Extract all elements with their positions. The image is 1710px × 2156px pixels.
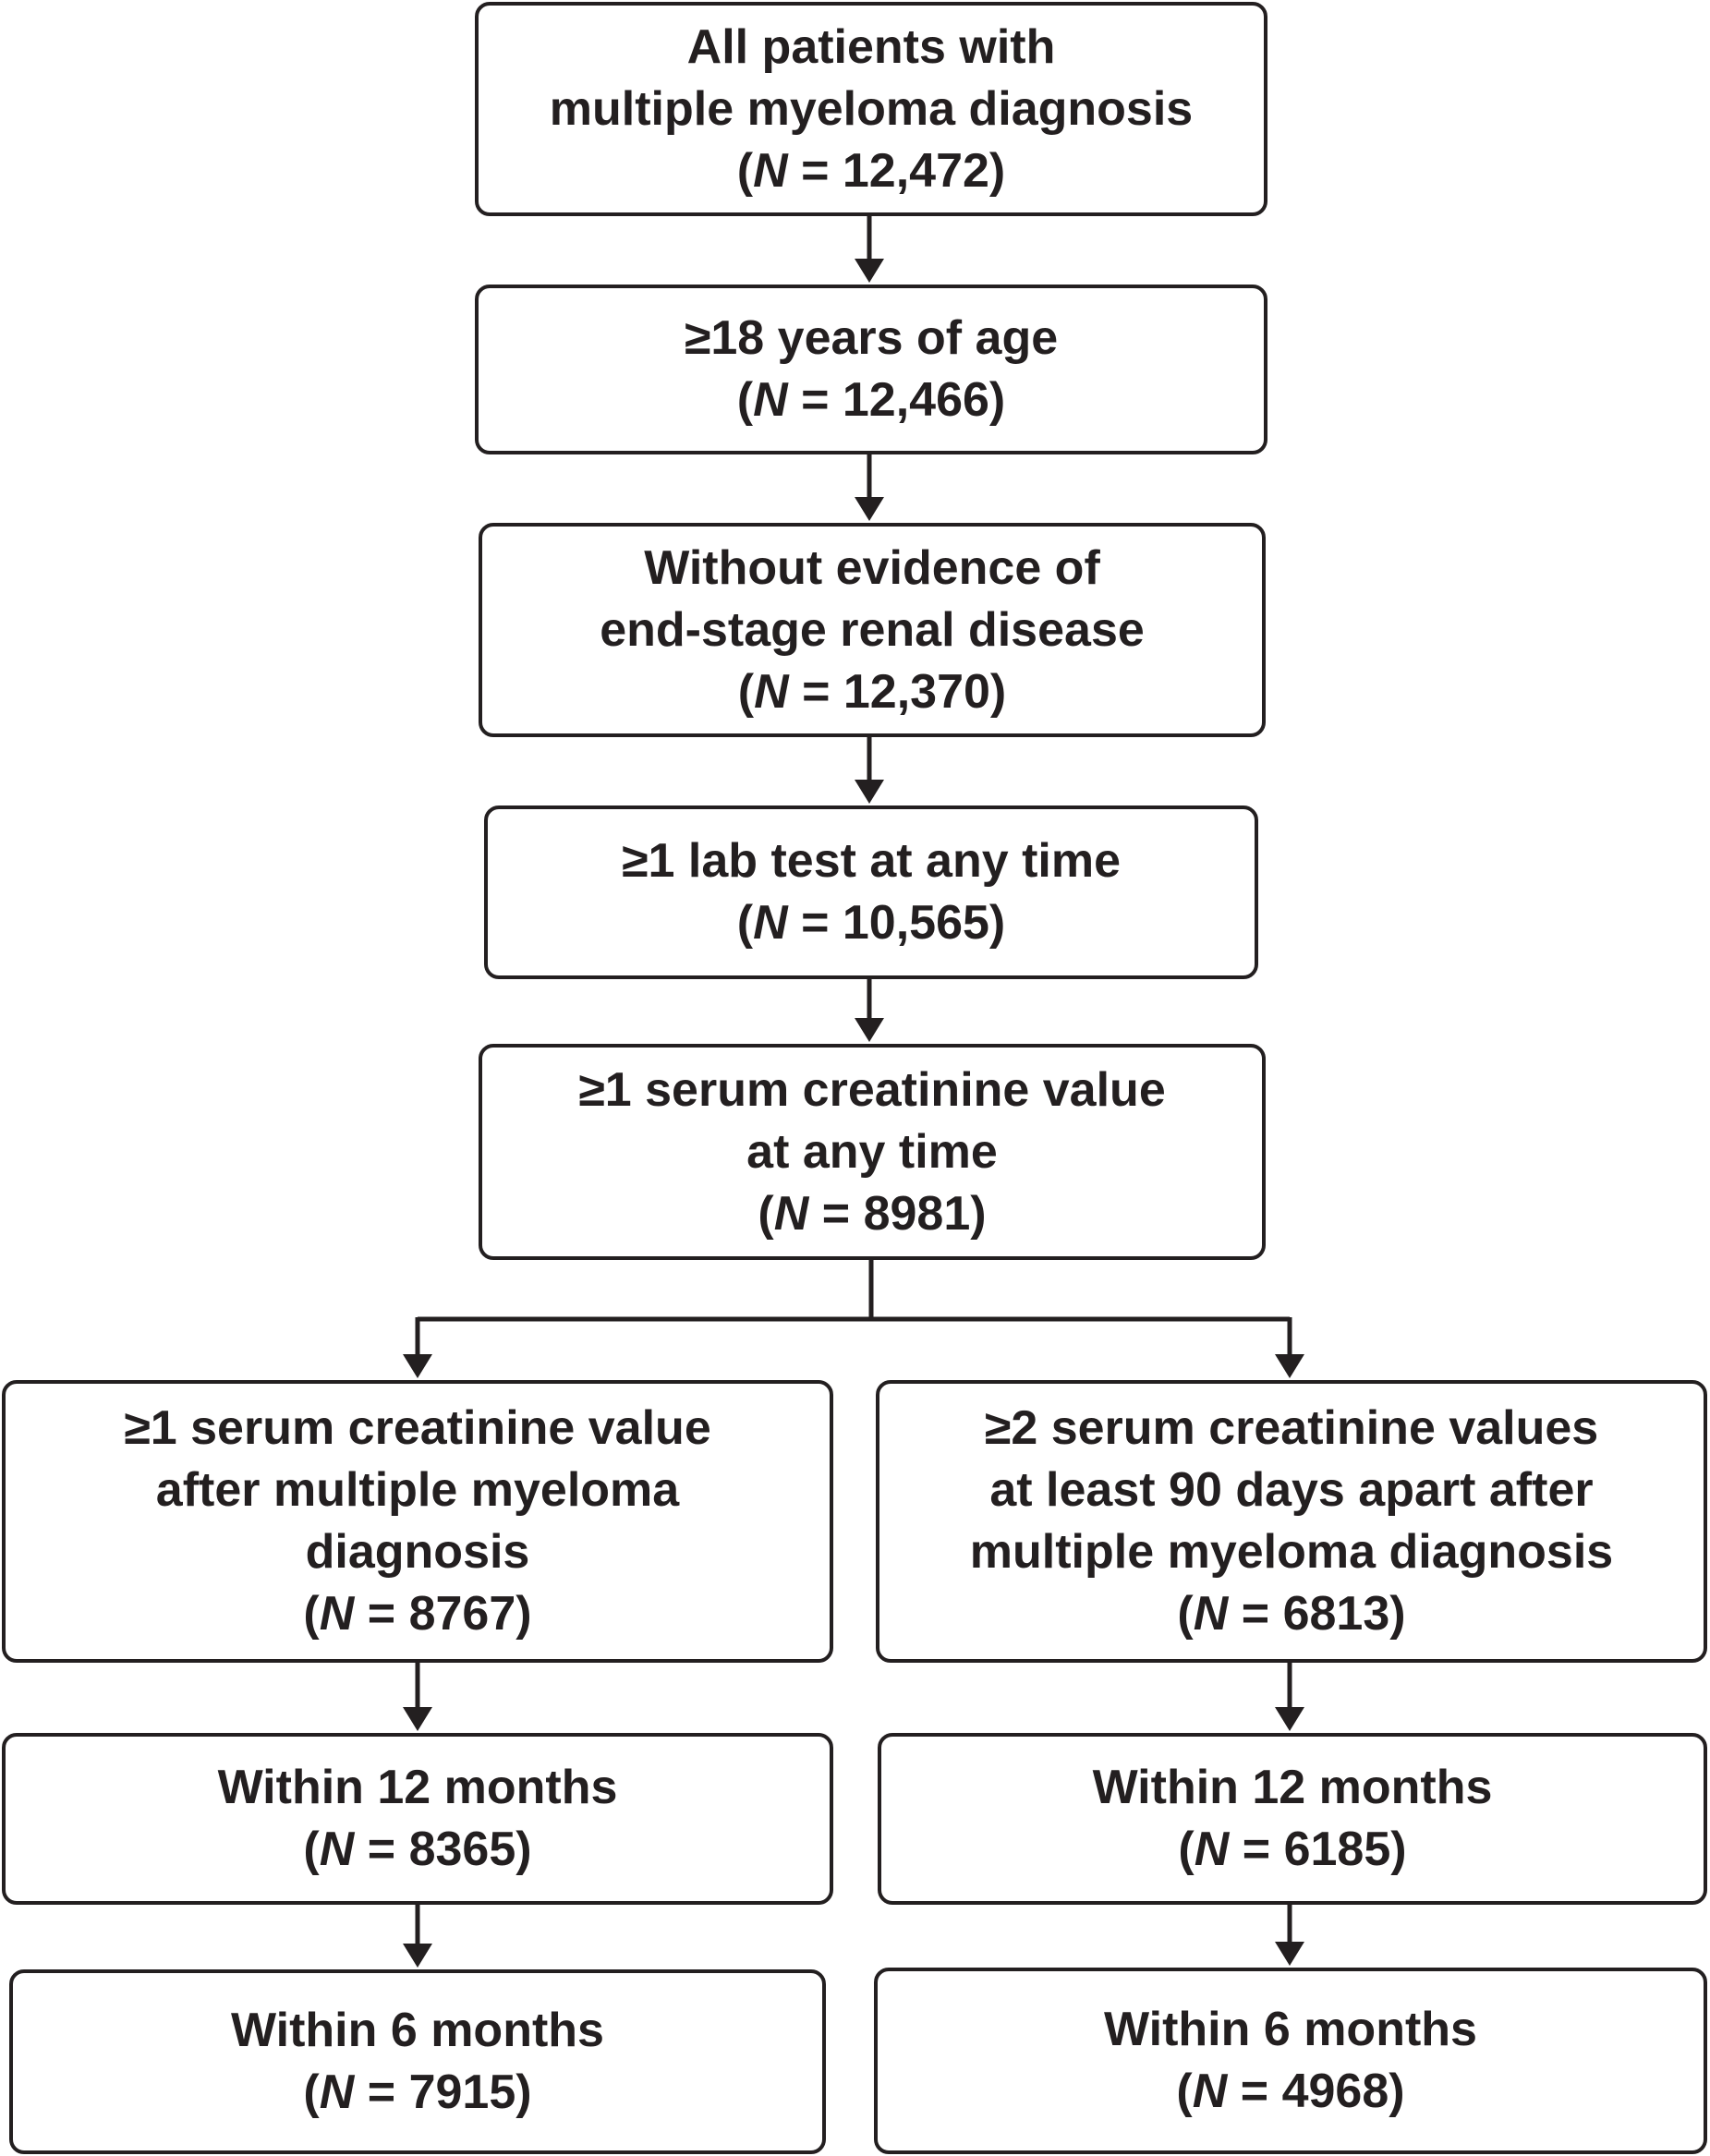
arrow-left-after-to-left-12m (403, 1663, 432, 1731)
patient-count: (N = 10,565) (736, 896, 1006, 950)
count-value: = 4968) (1227, 2065, 1405, 2118)
count-symbol: N (319, 2065, 355, 2119)
count-value: = 8767) (354, 1587, 532, 1641)
box-text-line: ≥18 years of age (684, 311, 1059, 365)
arrow-right-after-to-right-12m (1275, 1663, 1304, 1731)
arrow-right-12m-to-right-6m (1275, 1903, 1304, 1966)
box-text-line: Within 6 months (1104, 2003, 1477, 2056)
box-text-line: Within 12 months (1092, 1761, 1493, 1814)
box-left-within-6-months: Within 6 months (N = 7915) (9, 1969, 826, 2154)
count-value: = 6813) (1228, 1587, 1406, 1641)
box-text-line: All patients with (686, 19, 1056, 74)
patient-count: (N = 6185) (1178, 1823, 1407, 1876)
box-text-line: at any time (746, 1124, 998, 1179)
box-text-line: Without evidence of (644, 540, 1100, 595)
count-symbol: N (319, 1823, 355, 1876)
arrow-all-to-adults (855, 214, 884, 283)
count-value: = 12,466) (787, 373, 1006, 427)
box-text-line: Within 12 months (217, 1761, 618, 1814)
split-connector (403, 1260, 1304, 1378)
count-symbol: N (1192, 2065, 1228, 2118)
box-text-line: diagnosis (305, 1525, 530, 1579)
arrow-left-12m-to-left-6m (403, 1905, 432, 1968)
box-text-line: Within 6 months (231, 2004, 604, 2057)
box-no-esrd: Without evidence of end-stage renal disea… (479, 523, 1266, 737)
count-symbol: N (319, 1587, 355, 1641)
box-text-line: ≥1 serum creatinine value (124, 1401, 711, 1455)
box-text-line: multiple myeloma diagnosis (549, 81, 1194, 136)
box-right-after-diagnosis: ≥2 serum creatinine values at least 90 da… (876, 1380, 1707, 1663)
box-text-line: multiple myeloma diagnosis (969, 1525, 1614, 1579)
count-value: = 12,370) (788, 664, 1007, 719)
box-text-line: after multiple myeloma (155, 1463, 680, 1517)
patient-count: (N = 8365) (303, 1823, 532, 1876)
patient-count: (N = 4968) (1176, 2065, 1405, 2118)
count-value: = 7915) (354, 2065, 532, 2119)
box-adults: ≥18 years of age (N = 12,466) (475, 285, 1267, 454)
patient-count: (N = 12,472) (736, 143, 1006, 198)
box-all-patients: All patients with multiple myeloma diagno… (475, 2, 1267, 216)
count-value: = 6185) (1229, 1823, 1407, 1876)
box-right-within-12-months: Within 12 months (N = 6185) (878, 1733, 1707, 1905)
patient-count: (N = 8981) (758, 1186, 987, 1241)
arrow-lab-test-to-serum-any (855, 977, 884, 1042)
box-text-line: ≥1 lab test at any time (621, 834, 1122, 888)
patient-count: (N = 6813) (1177, 1587, 1406, 1641)
patient-count: (N = 7915) (303, 2065, 532, 2119)
patient-count: (N = 12,466) (736, 373, 1006, 427)
box-left-within-12-months: Within 12 months (N = 8365) (2, 1733, 833, 1905)
box-left-after-diagnosis: ≥1 serum creatinine value after multiple … (2, 1380, 833, 1663)
count-symbol: N (753, 143, 788, 198)
box-right-within-6-months: Within 6 months (N = 4968) (874, 1968, 1707, 2154)
count-value: = 8365) (354, 1823, 532, 1876)
count-symbol: N (1193, 1587, 1229, 1641)
count-symbol: N (773, 1186, 809, 1241)
box-text-line: ≥1 serum creatinine value (578, 1062, 1166, 1117)
arrow-no-esrd-to-lab-test (855, 735, 884, 804)
count-symbol: N (753, 896, 788, 950)
count-value: = 8981) (808, 1186, 987, 1241)
count-symbol: N (1194, 1823, 1230, 1876)
patient-count: (N = 12,370) (737, 664, 1007, 719)
box-text-line: at least 90 days apart after (989, 1463, 1594, 1517)
box-text-line: ≥2 serum creatinine values (984, 1401, 1599, 1455)
count-symbol: N (754, 664, 789, 719)
arrow-adults-to-no-esrd (855, 453, 884, 521)
box-text-line: end-stage renal disease (600, 602, 1145, 657)
count-value: = 10,565) (787, 896, 1006, 950)
count-value: = 12,472) (787, 143, 1006, 198)
patient-count: (N = 8767) (303, 1587, 532, 1641)
box-serum-any: ≥1 serum creatinine value at any time (N =… (479, 1044, 1266, 1260)
count-symbol: N (753, 373, 788, 427)
box-lab-test: ≥1 lab test at any time (N = 10,565) (484, 805, 1258, 979)
